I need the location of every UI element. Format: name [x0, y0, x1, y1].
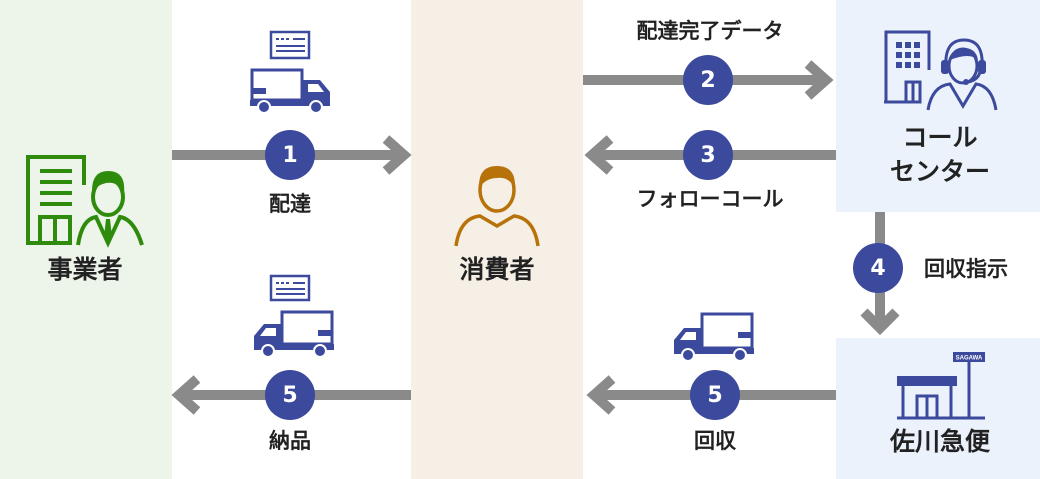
- step-5-supply-label: 納品: [269, 429, 311, 453]
- call-center-label-line1: コール: [902, 123, 978, 152]
- supply-truck-icon: [254, 274, 334, 358]
- step-5-collect-badge: 5: [690, 370, 740, 420]
- step-2-label: 配達完了データ: [636, 19, 784, 43]
- step-3-badge: 3: [683, 130, 733, 180]
- consumer-person-icon: [454, 166, 540, 247]
- call-center-label-line2: センター: [889, 157, 991, 186]
- business-person-icon: [26, 155, 144, 248]
- step-1-badge: 1: [265, 130, 315, 180]
- step-5-collect-label: 回収: [694, 429, 736, 453]
- step-5-supply-badge: 5: [265, 370, 315, 420]
- sagawa-sign-text: SAGAWA: [956, 356, 983, 362]
- step-4-label: 回収指示: [924, 257, 1008, 281]
- sagawa-label: 佐川急便: [889, 427, 991, 456]
- business-label: 事業者: [47, 255, 123, 284]
- step-3-label: フォローコール: [636, 187, 784, 211]
- collection-truck-icon: [674, 312, 754, 362]
- call-center-icon: [884, 30, 998, 111]
- step-4-badge: 4: [853, 243, 903, 293]
- call-center-box: [836, 0, 1040, 212]
- delivery-truck-icon: [250, 30, 330, 114]
- call-center-label: コール センター: [890, 121, 990, 189]
- step-1-label: 配達: [269, 192, 311, 216]
- sagawa-store-icon: SAGAWA: [897, 352, 985, 420]
- consumer-column: [411, 0, 583, 479]
- consumer-label: 消費者: [459, 255, 535, 284]
- step-2-badge: 2: [683, 55, 733, 105]
